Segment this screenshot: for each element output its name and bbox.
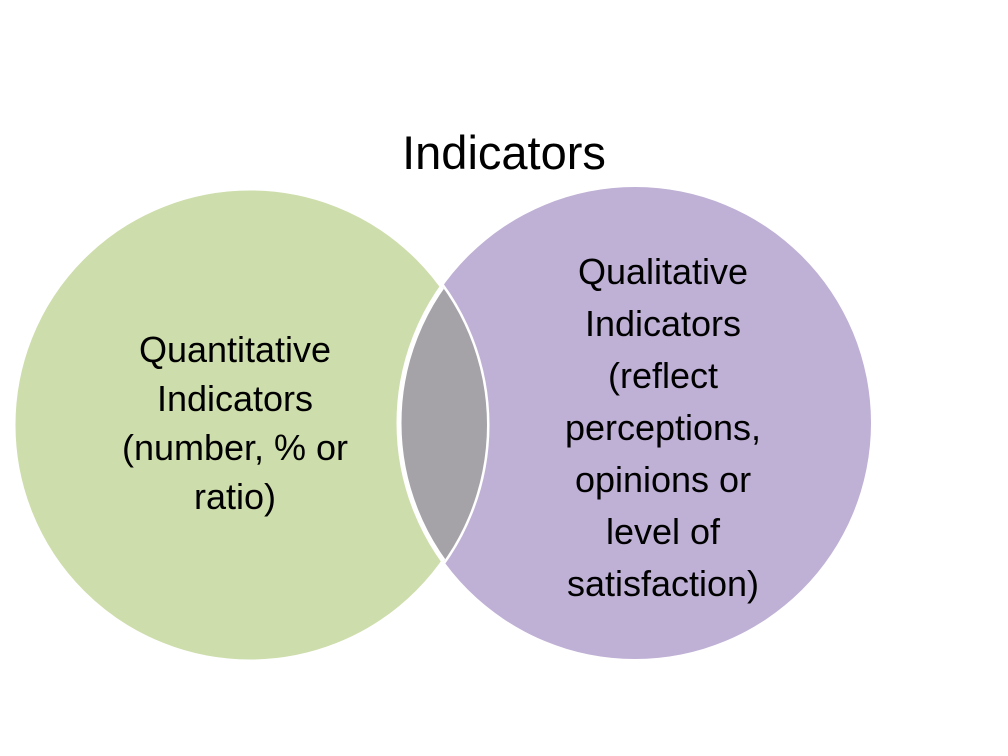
- venn-label-qualitative: Qualitative Indicators (reflect percepti…: [564, 251, 762, 604]
- venn-overlap-region: [396, 188, 487, 662]
- page-title: Indicators: [402, 126, 606, 179]
- venn-label-quantitative: Quantitative Indicators (number, % or ra…: [121, 329, 349, 517]
- venn-circle-qualitative: [399, 187, 871, 659]
